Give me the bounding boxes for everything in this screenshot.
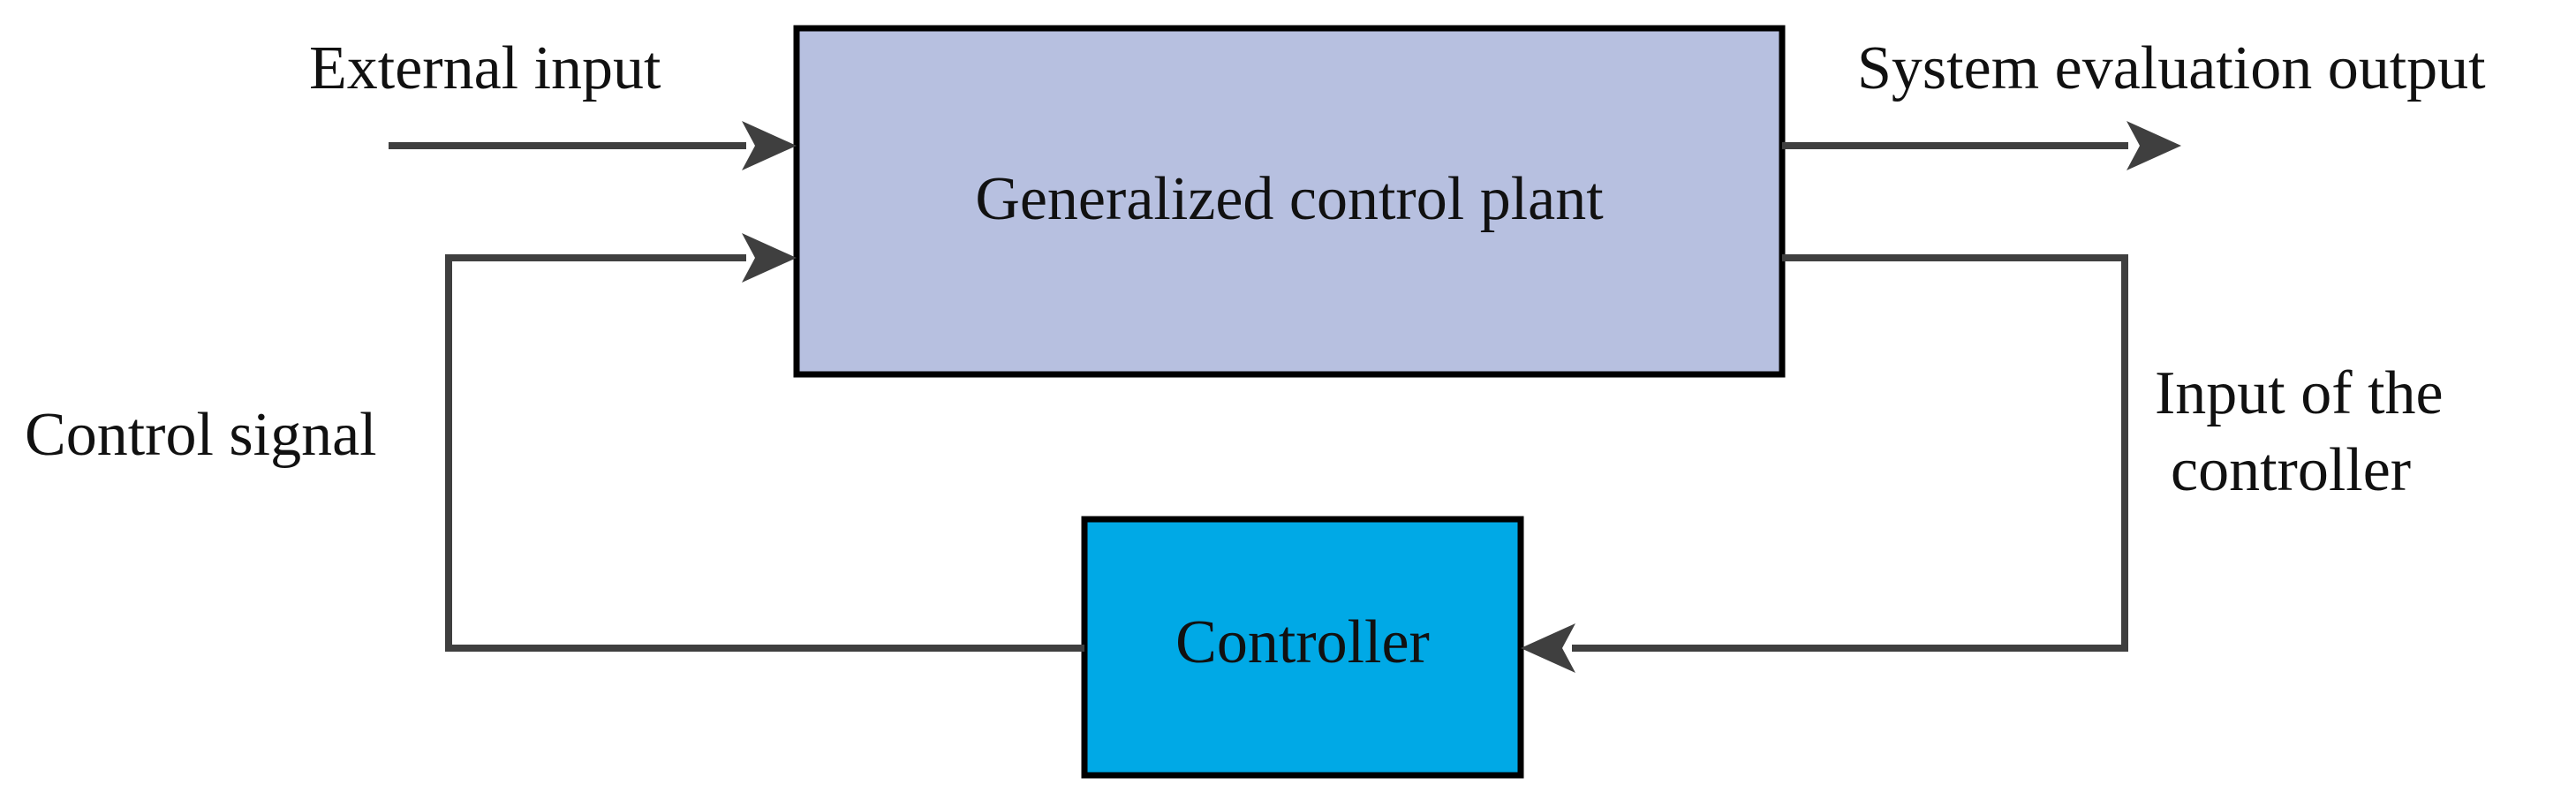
controller-box bbox=[1081, 516, 1524, 779]
system-output-arrow bbox=[1782, 121, 2181, 170]
controller-input-label-line2: controller bbox=[2171, 436, 2411, 504]
plant-block: Generalized control plant bbox=[793, 25, 1786, 378]
plant-box bbox=[793, 25, 1786, 378]
external-input-arrow bbox=[389, 121, 797, 170]
control-signal-label: Control signal bbox=[25, 401, 377, 469]
control-signal-path bbox=[445, 233, 1084, 652]
system-output-label: System evaluation output bbox=[1857, 34, 2486, 102]
plant-label: Generalized control plant bbox=[975, 165, 1604, 233]
controller-input-path bbox=[1521, 254, 2128, 673]
controller-block: Controller bbox=[1081, 516, 1524, 779]
controller-input-label-line1: Input of the bbox=[2155, 359, 2444, 427]
controller-label: Controller bbox=[1175, 608, 1430, 676]
external-input-label: External input bbox=[309, 34, 661, 102]
